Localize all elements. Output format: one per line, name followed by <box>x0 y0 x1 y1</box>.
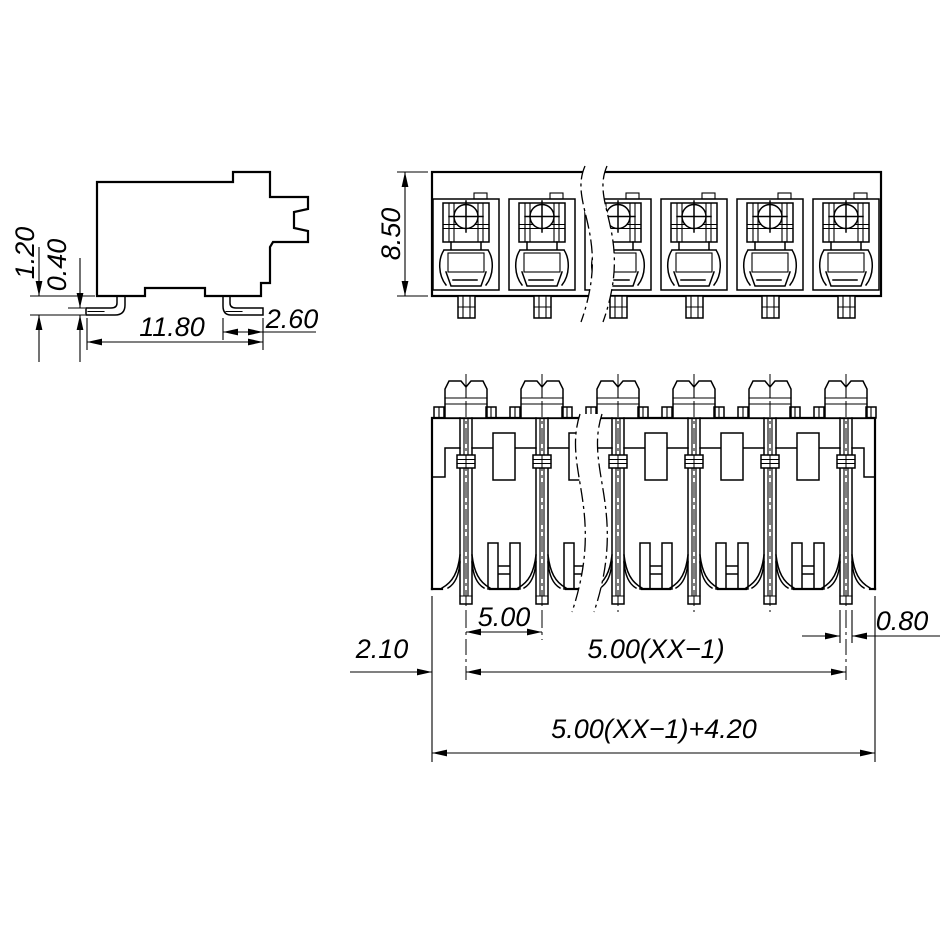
front-cell-5 <box>736 192 804 319</box>
bottom-view-dimensions: 5.00 0.80 2.10 5.00(XX−1) 5.00(XX−1)+4.2… <box>350 596 940 762</box>
front-break-mask <box>580 166 615 322</box>
bottom-left-edge-steps <box>431 447 461 478</box>
front-cell-2 <box>508 192 576 319</box>
dim-label-pad-length: 2.60 <box>265 304 319 334</box>
bottom-right-edge-steps <box>851 447 876 478</box>
front-break-line-right <box>602 165 616 323</box>
dim-label-standoff: 1.20 <box>10 227 40 280</box>
side-view: 1.20 0.40 11.80 2.60 <box>10 170 318 362</box>
side-body-outline <box>95 170 310 298</box>
front-body-outline <box>430 170 883 298</box>
bottom-comb-3 <box>622 431 690 591</box>
dim-label-pin-width: 0.80 <box>876 606 929 636</box>
dim-label-body-height: 8.50 <box>376 208 406 261</box>
bottom-body-outline <box>430 416 877 591</box>
side-extension-lines <box>30 295 264 350</box>
dim-label-pitch: 5.00 <box>478 602 531 632</box>
bottom-extension-lines <box>431 596 876 762</box>
side-right-lead <box>222 295 264 316</box>
front-cell-6 <box>812 192 880 319</box>
bottom-break-line-left <box>571 413 586 613</box>
side-left-lead <box>85 295 126 316</box>
bottom-break-line-right <box>593 413 608 613</box>
front-cell-4 <box>660 192 728 319</box>
front-break-line-left <box>580 165 594 323</box>
bottom-view: 5.00 0.80 2.10 5.00(XX−1) 5.00(XX−1)+4.2… <box>350 373 940 762</box>
side-view-dimensions: 1.20 0.40 11.80 2.60 <box>10 227 318 362</box>
front-cell-1 <box>432 192 500 319</box>
bottom-comb-5 <box>774 431 842 591</box>
dim-label-lead-span: 11.80 <box>139 312 205 342</box>
dim-label-overall-length: 5.00(XX−1)+4.20 <box>551 714 757 744</box>
front-view: 8.50 <box>376 165 883 323</box>
bottom-comb-1 <box>470 431 538 591</box>
bottom-comb-4 <box>698 431 766 591</box>
dim-label-thickness: 0.40 <box>42 239 72 292</box>
dim-label-pitch-span: 5.00(XX−1) <box>587 634 724 664</box>
front-view-dimensions: 8.50 <box>376 171 428 297</box>
dim-label-edge-offset: 2.10 <box>355 634 409 664</box>
bottom-cell-1 <box>433 373 497 613</box>
